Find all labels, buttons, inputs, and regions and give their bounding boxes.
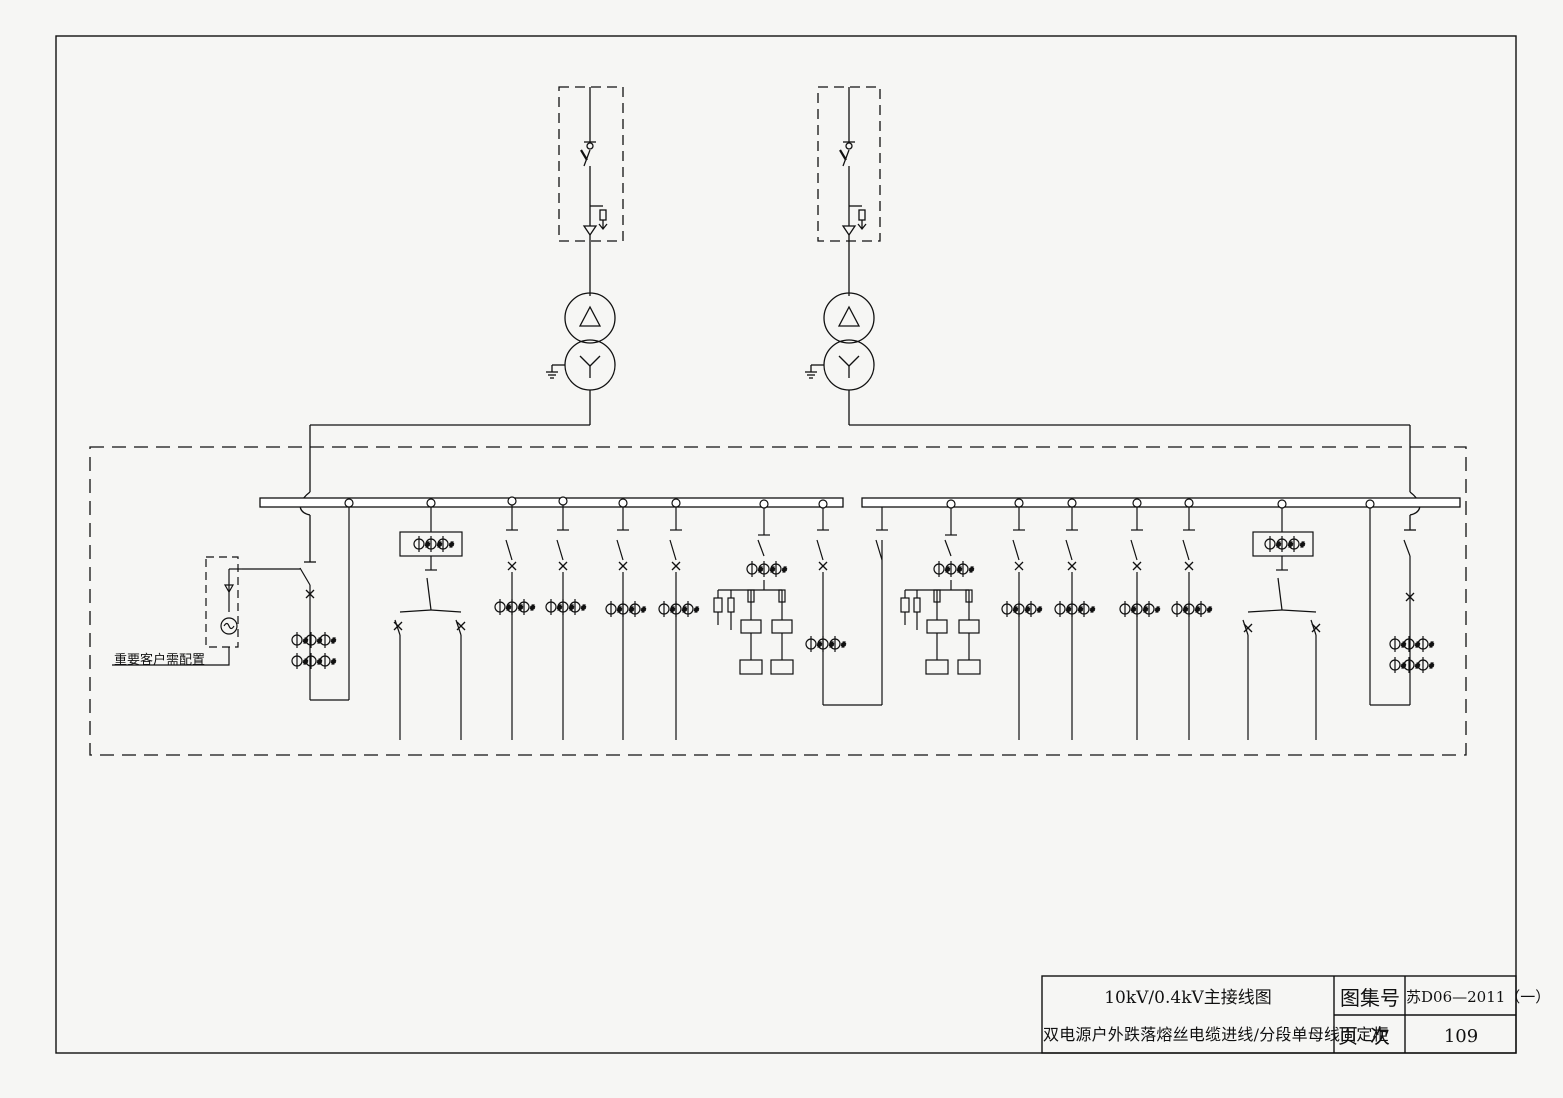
left-section-feeders: [112, 496, 888, 740]
drawing-frame: [55, 35, 1517, 1054]
page-number-label: 页次: [1338, 1024, 1402, 1048]
incomer-right: [805, 86, 1421, 531]
incomer-left: [299, 86, 624, 563]
atlas-number-value: 苏D06—2011（一）: [1406, 988, 1551, 1006]
right-section-feeders: [900, 498, 1435, 740]
drawing-title: 10kV/0.4kV主接线图: [1104, 988, 1272, 1008]
busbar-left: [259, 497, 844, 508]
title-block: [1041, 975, 1517, 1054]
switchgear-enclosure: [89, 446, 1467, 756]
page-number-value: 109: [1443, 1026, 1479, 1047]
atlas-number-label: 图集号: [1340, 986, 1400, 1010]
generator-note: 重要客户需配置: [114, 653, 206, 668]
drawing-subtitle: 双电源户外跌落熔丝电缆进线/分段单母线固定柜: [1043, 1025, 1389, 1044]
busbar-right: [861, 497, 1461, 508]
